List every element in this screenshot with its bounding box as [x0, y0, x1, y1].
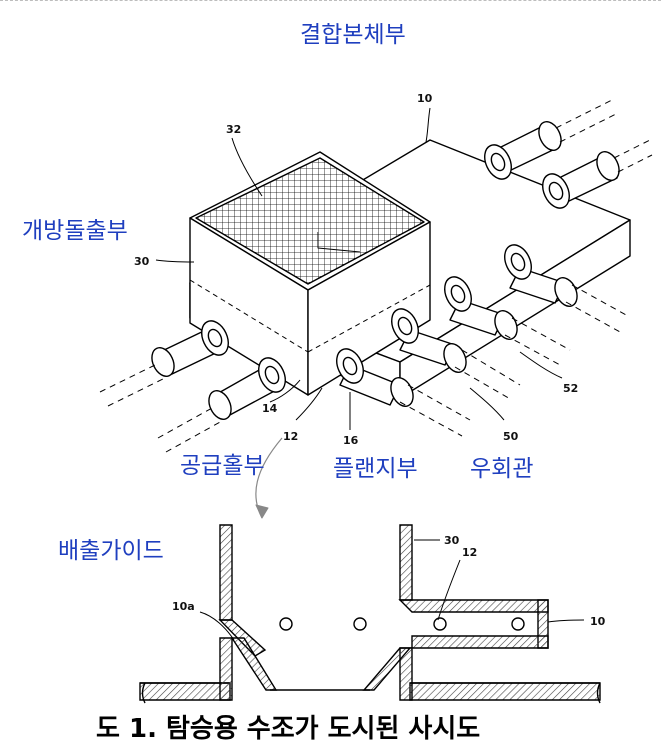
ref-32: 32: [226, 123, 241, 136]
ref-30-bottom: 30: [444, 534, 460, 547]
ref-12-bottom: 12: [462, 546, 477, 559]
label-discharge-guide: 배출가이드: [58, 538, 164, 564]
label-flange: 플랜지부: [333, 456, 418, 482]
pipes-front-right: [336, 244, 629, 437]
pipes-left: [99, 320, 286, 453]
section-view: [139, 524, 601, 704]
label-coupling-body: 결합본체부: [300, 22, 406, 48]
leader-lines: [155, 107, 563, 430]
ref-10-bottom: 10: [590, 615, 606, 628]
ref-12-top: 12: [283, 430, 298, 443]
ref-16: 16: [343, 434, 359, 447]
ref-14: 14: [262, 402, 278, 415]
label-supply-hole: 공급홀부: [180, 453, 265, 479]
label-open-protrusion: 개방돌출부: [22, 218, 128, 244]
figure-caption: 도 1. 탐승용 수조가 도시된 사시도: [96, 714, 480, 742]
label-bypass-pipe: 우회관: [470, 456, 533, 482]
ref-10-top: 10: [417, 92, 433, 105]
pipes-top-right: [484, 99, 653, 209]
ref-10a: 10a: [172, 600, 195, 613]
ref-50: 50: [503, 430, 519, 443]
open-protrusion-box: [189, 151, 431, 396]
right-wall: [399, 524, 413, 601]
top-dashed-rule: [0, 0, 661, 1]
isometric-view: [99, 99, 653, 519]
left-wall: [219, 524, 233, 621]
ref-30-top: 30: [134, 255, 150, 268]
mesh-grid: [195, 157, 425, 285]
ref-52: 52: [563, 382, 578, 395]
